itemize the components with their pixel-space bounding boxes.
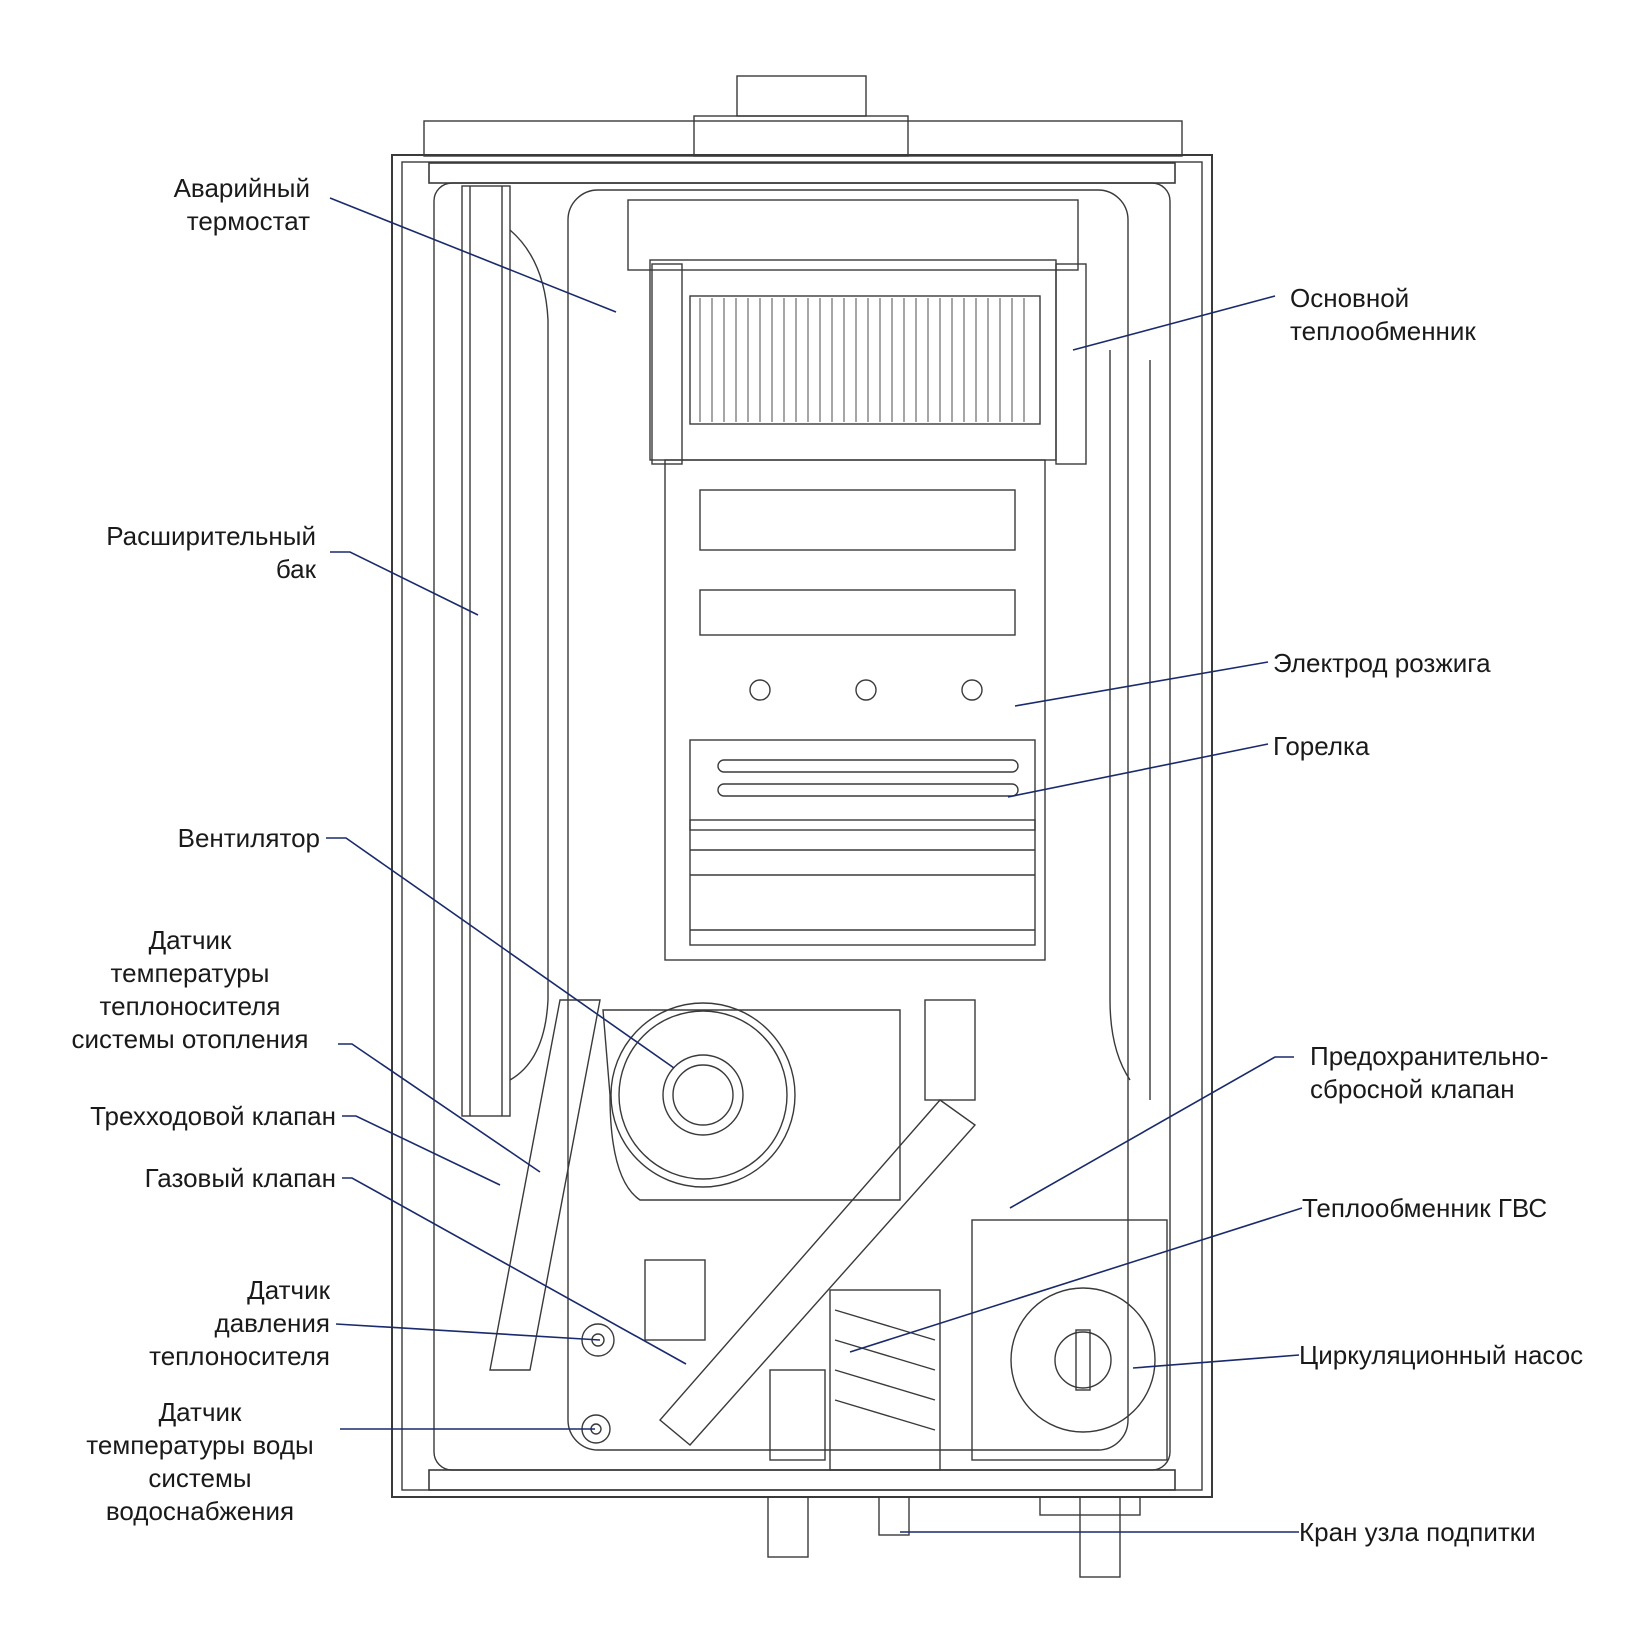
leader-dhw-heat-exchanger [849,1207,1303,1353]
label-ignition-electrode: Электрод розжига [1273,648,1491,678]
leader-heating-temp-sensor [338,1043,541,1173]
leader-fan [326,837,675,1069]
label-fill-valve: Кран узла подпитки [1299,1517,1536,1547]
leader-emergency-thermostat [329,197,617,313]
leader-expansion-tank [330,551,479,616]
label-three-way-valve: Трехходовой клапан [90,1101,336,1131]
leader-lines [326,197,1303,1533]
leader-pressure-sensor [335,1323,601,1341]
leader-three-way-valve [342,1115,501,1186]
leader-ignition-electrode [1014,661,1269,707]
label-dhw-heat-exchanger: Теплообменник ГВС [1302,1193,1548,1223]
leader-gas-valve [342,1177,687,1365]
leader-circulation-pump [1132,1354,1300,1369]
label-burner: Горелка [1273,731,1370,761]
boiler-drawing [391,75,1213,1578]
leader-safety-relief-valve [1009,1056,1294,1209]
label-circulation-pump: Циркуляционный насос [1299,1340,1584,1370]
label-fan: Вентилятор [177,823,320,853]
leader-burner [1007,743,1269,798]
leader-main-heat-exchanger [1072,295,1276,351]
label-gas-valve: Газовый клапан [144,1163,336,1193]
label-safety-relief-valve: Предохранительно-сбросной клапан [1310,1041,1549,1104]
